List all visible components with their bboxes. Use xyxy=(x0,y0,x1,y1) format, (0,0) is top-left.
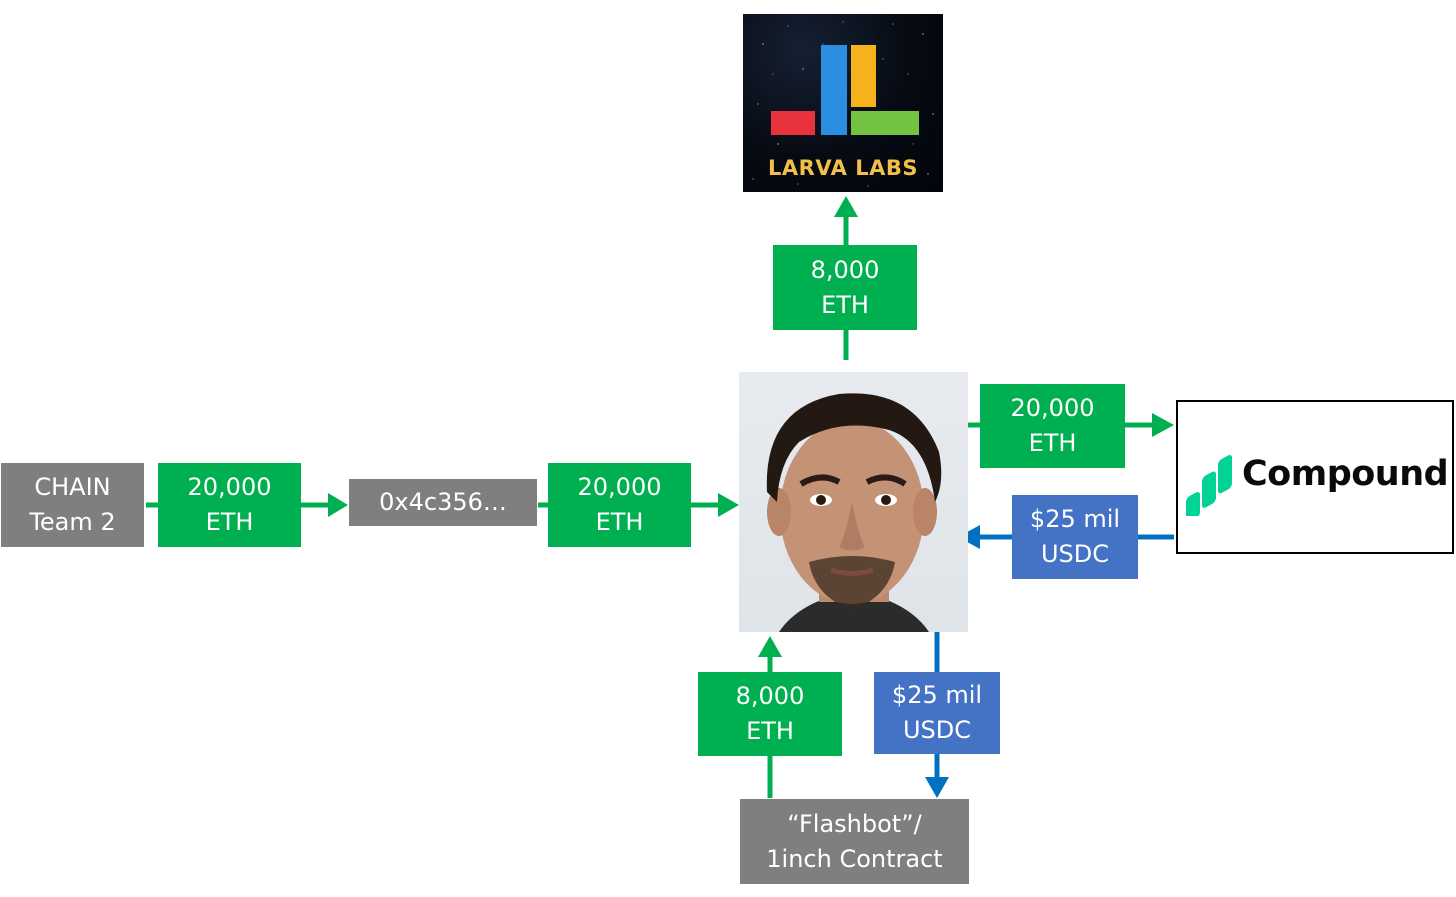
amount-value: 8,000 xyxy=(810,255,880,284)
compound-logo: Compound xyxy=(1176,400,1454,554)
arrow-head xyxy=(925,777,949,798)
arrow-head xyxy=(758,636,782,657)
eth-transfer-top: 8,000 ETH xyxy=(773,245,917,330)
amount-value: 8,000 xyxy=(735,682,805,710)
starfield-icon xyxy=(752,21,934,187)
compound-mark-icon xyxy=(1186,455,1232,516)
usdc-transfer-right: $25 mil USDC xyxy=(1012,495,1138,579)
amount-unit: ETH xyxy=(821,290,869,319)
amount-value: 20,000 xyxy=(1010,394,1095,422)
arrow-head xyxy=(1152,413,1174,437)
usdc-transfer-bottom: $25 mil USDC xyxy=(874,672,1000,754)
amount-unit: USDC xyxy=(902,716,972,744)
eth-transfer-mid: 20,000 ETH xyxy=(548,463,691,547)
arrow-head xyxy=(958,525,980,549)
eth-transfer-bottom: 8,000 ETH xyxy=(698,672,842,756)
arrow-head xyxy=(328,493,348,517)
chain-team-line1: CHAIN xyxy=(34,473,111,501)
flashbot-contract-node: “Flashbot”/ 1inch Contract xyxy=(740,799,969,884)
chain-team-line2: Team 2 xyxy=(29,508,116,536)
compound-wordmark: Compound xyxy=(1242,454,1449,494)
amount-unit: USDC xyxy=(1040,540,1110,568)
arrow-head xyxy=(718,493,739,517)
arrow-head xyxy=(834,196,858,217)
amount-unit: ETH xyxy=(595,508,644,536)
flashbot-line2: 1inch Contract xyxy=(766,844,943,873)
amount-value: 20,000 xyxy=(187,473,272,501)
amount-unit: ETH xyxy=(1028,429,1077,457)
amount-unit: ETH xyxy=(746,717,794,745)
amount-unit: ETH xyxy=(205,508,254,536)
amount-value: $25 mil xyxy=(1029,505,1121,533)
person-portrait-icon xyxy=(766,393,942,632)
larva-labs-logo: LARVA LABS xyxy=(743,14,943,192)
amount-value: $25 mil xyxy=(891,681,983,709)
larva-labs-wordmark: LARVA LABS xyxy=(768,156,918,180)
address-label: 0x4c356… xyxy=(379,488,507,516)
amount-value: 20,000 xyxy=(577,473,662,501)
eth-transfer-left: 20,000 ETH xyxy=(158,463,301,547)
eth-transfer-right: 20,000 ETH xyxy=(980,384,1125,468)
chain-team-node: CHAIN Team 2 xyxy=(1,463,144,547)
address-node: 0x4c356… xyxy=(349,479,537,526)
flashbot-line1: “Flashbot”/ xyxy=(787,809,922,838)
person-photo xyxy=(739,372,968,632)
